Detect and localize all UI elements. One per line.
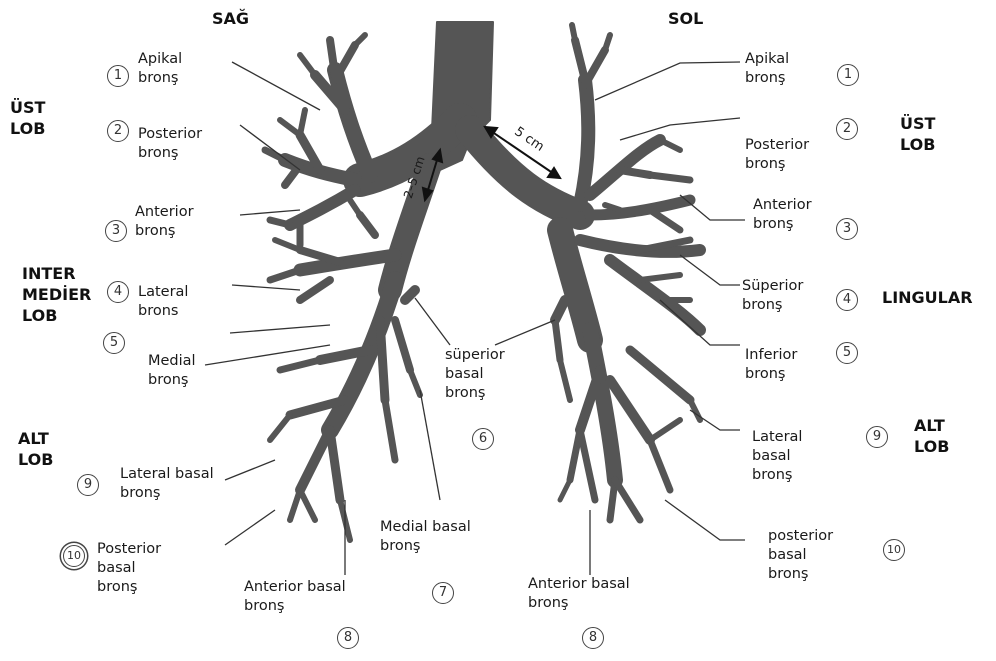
segment-number-right-10: 10	[63, 545, 85, 567]
segment-number-left-1: 1	[837, 64, 859, 86]
header-right-intermediate-lobe: INTER MEDİER LOB	[22, 263, 91, 326]
header-left-side: SOL	[668, 8, 703, 29]
segment-number-right-4: 4	[107, 281, 129, 303]
segment-number-left-3: 3	[836, 218, 858, 240]
header-left-upper-lobe: ÜST LOB	[900, 113, 935, 155]
label-right-posterior-basal: Posterior basal bronş	[97, 540, 161, 597]
segment-number-right-1: 1	[107, 65, 129, 87]
label-right-anterior: Anterior bronş	[135, 203, 194, 241]
segment-number-right-9: 9	[77, 474, 99, 496]
segment-number-right-2: 2	[107, 120, 129, 142]
header-right-upper-lobe: ÜST LOB	[10, 97, 45, 139]
airway-tree	[265, 22, 700, 540]
segment-number-right-5: 5	[103, 332, 125, 354]
left-lower-lobe-trunk	[590, 330, 615, 480]
label-right-medial: Medial bronş	[148, 352, 196, 390]
left-apical-branch	[580, 80, 588, 205]
label-left-inferior: Inferior bronş	[745, 346, 797, 384]
label-left-superior: Süperior bronş	[742, 277, 803, 315]
label-left-apical: Apikal bronş	[745, 50, 789, 88]
label-left-posterior-basal: posterior basal bronş	[768, 527, 833, 584]
label-left-anterior-basal: Anterior basal bronş	[528, 575, 630, 613]
label-left-anterior: Anterior bronş	[753, 196, 812, 234]
segment-number-right-8: 8	[337, 627, 359, 649]
segment-number-left-10: 10	[883, 539, 905, 561]
label-right-posterior: Posterior bronş	[138, 125, 202, 163]
header-left-lower-lobe: ALT LOB	[914, 415, 949, 457]
label-right-medial-basal: Medial basal bronş	[380, 518, 471, 556]
label-left-lateral-basal: Lateral basal bronş	[752, 428, 802, 485]
label-right-apical: Apikal bronş	[138, 50, 182, 88]
segment-number-right-6: 6	[472, 428, 494, 450]
header-left-lingular: LINGULAR	[882, 287, 973, 308]
label-right-anterior-basal: Anterior basal bronş	[244, 578, 346, 616]
header-right-side: SAĞ	[212, 8, 249, 29]
segment-number-left-2: 2	[836, 118, 858, 140]
label-right-lateral: Lateral brons	[138, 283, 188, 321]
label-right-lateral-basal: Lateral basal bronş	[120, 465, 214, 503]
segment-number-left-4: 4	[836, 289, 858, 311]
segment-number-left-8: 8	[582, 627, 604, 649]
right-apical-branch	[335, 70, 370, 175]
label-left-posterior: Posterior bronş	[745, 136, 809, 174]
segment-number-right-3: 3	[105, 220, 127, 242]
segment-number-right-7: 7	[432, 582, 454, 604]
segment-number-left-9: 9	[866, 426, 888, 448]
header-right-lower-lobe: ALT LOB	[18, 428, 53, 470]
label-right-superior-basal: süperior basal bronş	[445, 346, 505, 403]
segment-number-left-5: 5	[836, 342, 858, 364]
